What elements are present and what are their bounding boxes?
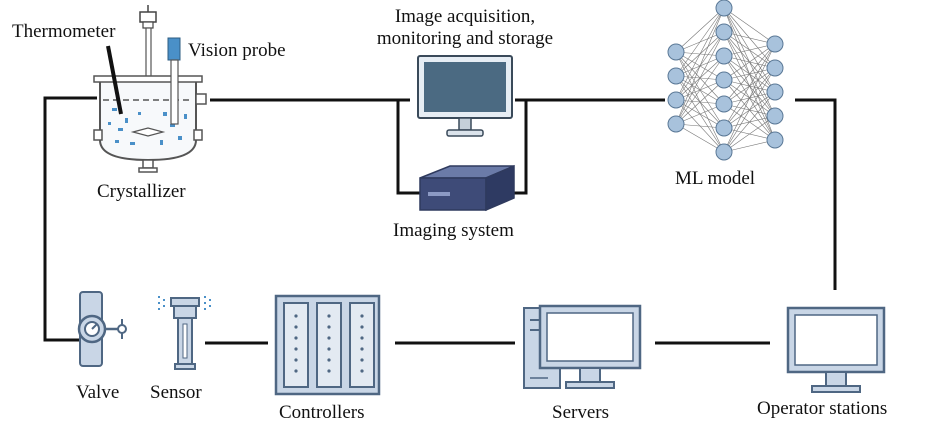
crystallizer-icon bbox=[93, 5, 207, 173]
nn-edge bbox=[675, 55, 725, 125]
sensor-icon bbox=[158, 296, 211, 370]
nn-edge bbox=[675, 123, 725, 153]
operator-station-icon bbox=[786, 306, 886, 393]
nn-edge bbox=[675, 7, 725, 101]
image-acquisition-label-line2: monitoring and storage bbox=[376, 28, 554, 49]
controller-indicator bbox=[360, 325, 364, 329]
nn-edge bbox=[723, 43, 776, 81]
controllers-icon bbox=[274, 294, 381, 396]
controller-indicator bbox=[294, 347, 298, 351]
controller-indicator bbox=[360, 358, 364, 362]
nn-edge bbox=[675, 103, 725, 125]
controller-indicator bbox=[294, 314, 298, 318]
imaging-system-icon bbox=[419, 164, 515, 212]
nn-node bbox=[715, 71, 733, 89]
nn-node bbox=[667, 115, 685, 133]
line-crystallizer-left bbox=[43, 96, 97, 342]
nn-node bbox=[667, 43, 685, 61]
nn-node bbox=[766, 35, 784, 53]
nn-node bbox=[715, 0, 733, 17]
thermometer-label: Thermometer bbox=[12, 21, 116, 42]
monitor-icon bbox=[417, 55, 513, 137]
controllers-label: Controllers bbox=[279, 402, 365, 423]
controller-indicator bbox=[294, 358, 298, 362]
nn-node bbox=[715, 95, 733, 113]
nn-edge bbox=[675, 7, 725, 77]
nn-node bbox=[715, 23, 733, 41]
controller-indicator bbox=[327, 369, 331, 373]
imaging-system-label: Imaging system bbox=[393, 220, 514, 241]
neural-network-icon bbox=[667, 0, 784, 161]
controller-indicator bbox=[294, 325, 298, 329]
nn-node bbox=[766, 83, 784, 101]
controller-indicator bbox=[294, 369, 298, 373]
nn-edge bbox=[723, 43, 776, 57]
line-branch-imaging-left bbox=[396, 100, 420, 195]
nn-node bbox=[667, 91, 685, 109]
controller-indicator bbox=[360, 336, 364, 340]
valve-label: Valve bbox=[76, 382, 120, 403]
vision-probe-icon bbox=[167, 37, 181, 125]
crystallizer-label: Crystallizer bbox=[97, 181, 186, 202]
nn-edge bbox=[723, 43, 776, 153]
controller-indicator bbox=[360, 369, 364, 373]
image-acquisition-label-line1: Image acquisition, bbox=[394, 6, 536, 27]
nn-edge bbox=[723, 67, 776, 153]
servers-label: Servers bbox=[552, 402, 609, 423]
controller-indicator bbox=[327, 347, 331, 351]
nn-edge bbox=[723, 91, 776, 153]
operator-stations-label: Operator stations bbox=[757, 398, 888, 419]
nn-node bbox=[766, 59, 784, 77]
nn-edge bbox=[675, 79, 725, 125]
connector-lines bbox=[43, 96, 837, 345]
nn-node bbox=[667, 67, 685, 85]
nn-edge bbox=[723, 43, 776, 129]
nn-edge bbox=[675, 31, 725, 125]
controller-indicator bbox=[360, 314, 364, 318]
nn-node bbox=[715, 47, 733, 65]
controller-indicator bbox=[327, 325, 331, 329]
controller-indicator bbox=[327, 314, 331, 318]
nn-edge bbox=[723, 43, 776, 105]
nn-node bbox=[766, 107, 784, 125]
nn-node bbox=[715, 143, 733, 161]
nn-node bbox=[715, 119, 733, 137]
valve-icon bbox=[77, 291, 127, 367]
nn-edge bbox=[675, 7, 725, 53]
nn-node bbox=[766, 131, 784, 149]
ml-model-label: ML model bbox=[675, 168, 756, 189]
nn-edge bbox=[675, 7, 725, 125]
controller-indicator bbox=[360, 347, 364, 351]
nn-edge bbox=[723, 115, 776, 153]
sensor-label: Sensor bbox=[150, 382, 202, 403]
line-ml-operator bbox=[795, 98, 837, 290]
servers-icon bbox=[523, 304, 642, 389]
nn-edge bbox=[723, 7, 776, 45]
controller-indicator bbox=[327, 358, 331, 362]
vision-probe-label: Vision probe bbox=[188, 40, 286, 61]
nn-edge bbox=[723, 31, 776, 45]
thermometer-icon bbox=[106, 45, 123, 115]
nn-edge bbox=[723, 139, 776, 153]
controller-indicator bbox=[327, 336, 331, 340]
controller-indicator bbox=[294, 336, 298, 340]
